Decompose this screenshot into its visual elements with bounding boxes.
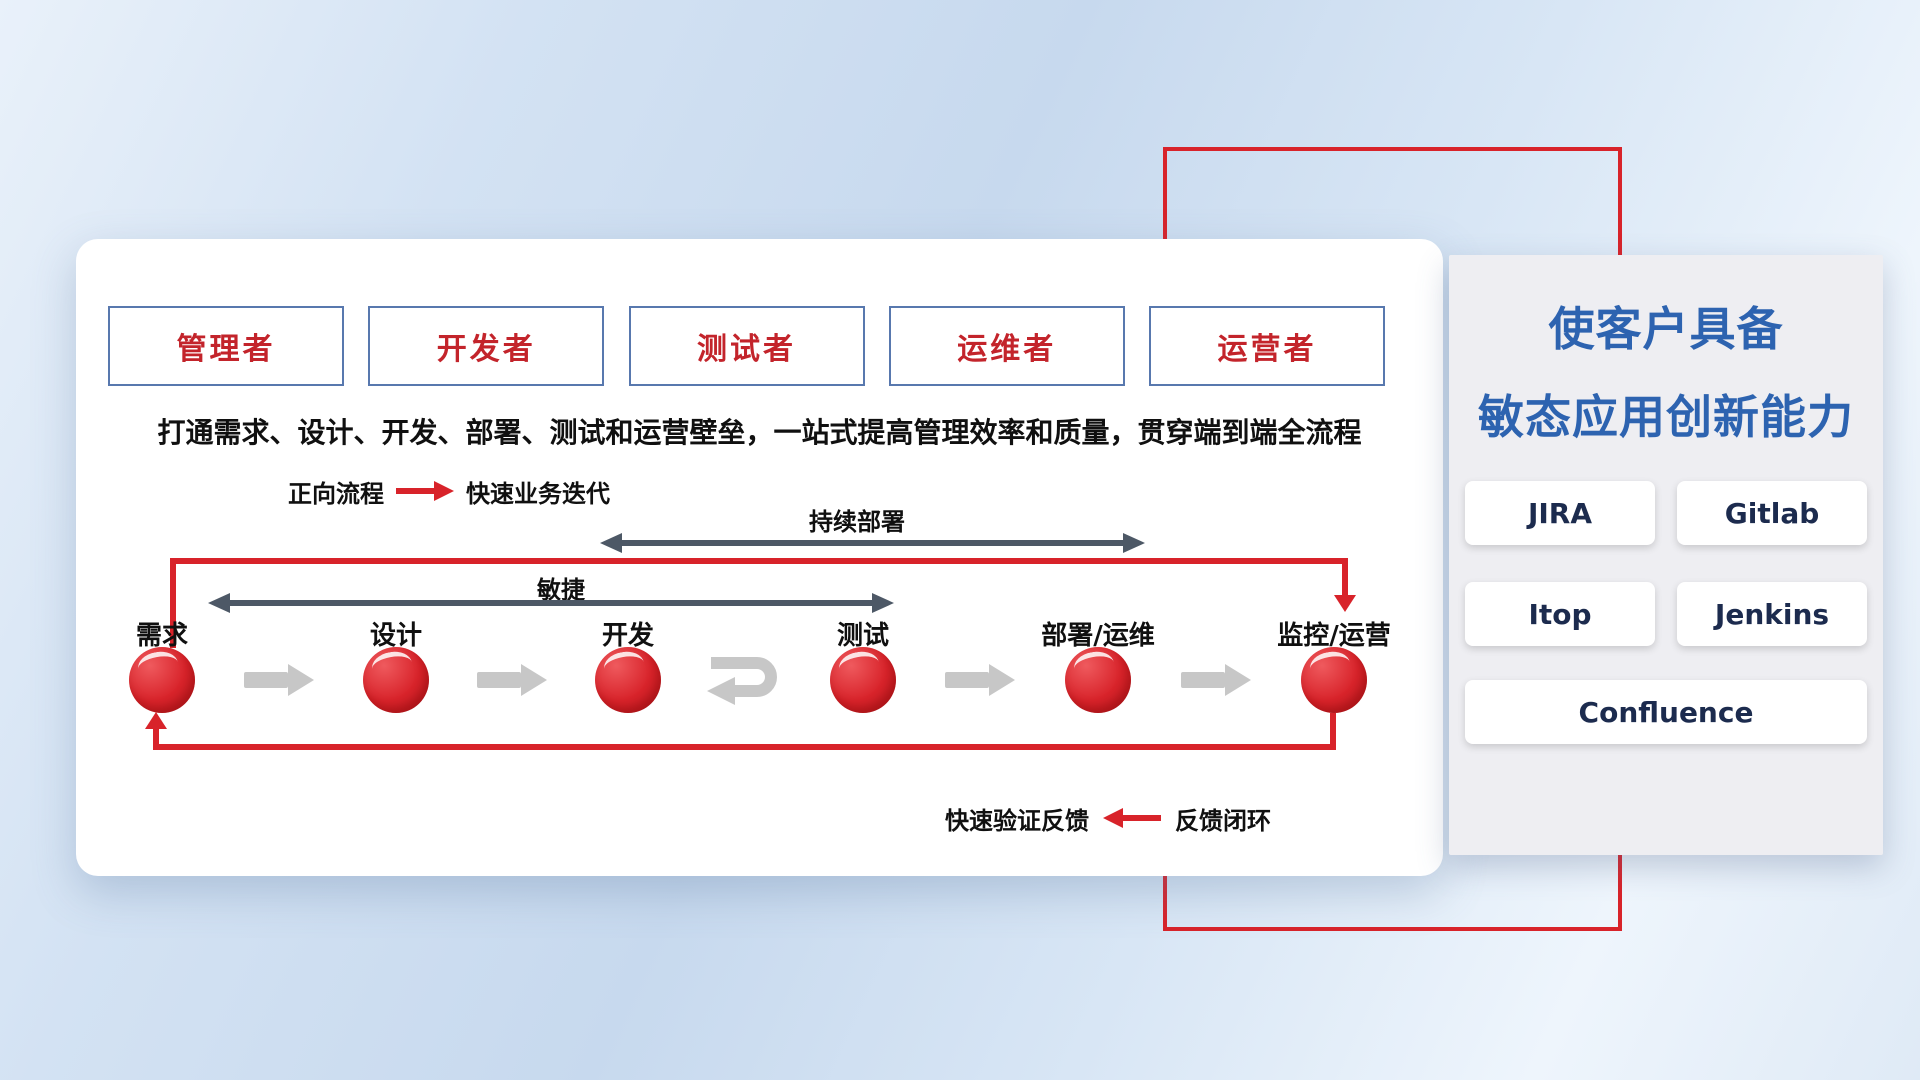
forward-loop-left-stub (170, 558, 176, 648)
node-monitor-operate (1301, 647, 1367, 713)
agile-label: 敏捷 (537, 576, 585, 604)
flow-arrow-icon (1181, 664, 1251, 696)
tool-chip-gitlab: Gitlab (1677, 481, 1867, 545)
devops-flow-card: 管理者 开发者 测试者 运维者 运营者 打通需求、设计、开发、部署、测试和运营壁… (76, 239, 1443, 876)
forward-loop-top-line (170, 558, 1348, 564)
feedback-legend-desc: 反馈闭环 (1175, 806, 1271, 835)
tool-chip-confluence: Confluence (1465, 680, 1867, 744)
node-design (363, 647, 429, 713)
forward-loop-arrowhead-icon (1334, 595, 1356, 612)
arrowhead-right-icon (872, 593, 894, 613)
arrowhead-right-icon (1123, 533, 1145, 553)
feedback-loop-arrowhead-icon (145, 712, 167, 729)
node-label-testing: 测试 (836, 621, 889, 651)
tool-chip-itop: Itop (1465, 582, 1655, 646)
node-label-requirements: 需求 (135, 621, 188, 651)
node-label-monitor-operate: 监控/运营 (1277, 621, 1391, 651)
agile-arrow (208, 593, 894, 613)
role-box-developer: 开发者 (368, 306, 605, 386)
flow-arrow-icon (945, 664, 1015, 696)
feedback-arrow-icon (1103, 808, 1161, 828)
arrowhead-left-icon (208, 593, 230, 613)
forward-legend-desc: 快速业务迭代 (466, 479, 610, 508)
arrow-bar (224, 600, 878, 606)
role-label-developer: 开发者 (436, 332, 536, 367)
role-box-manager: 管理者 (108, 306, 344, 386)
panel-title-line2: 敏态应用创新能力 (1478, 390, 1854, 444)
card-subtitle: 打通需求、设计、开发、部署、测试和运营壁垒，一站式提高管理效率和质量，贯穿端到端… (157, 416, 1362, 449)
role-row: 管理者 开发者 测试者 运维者 运营者 (108, 306, 1385, 386)
node-development (595, 647, 661, 713)
panel-title-line1: 使客户具备 (1548, 302, 1784, 356)
role-label-ops: 运维者 (957, 332, 1057, 367)
tool-chip-jenkins: Jenkins (1677, 582, 1867, 646)
forward-legend-label: 正向流程 (288, 479, 384, 508)
node-testing (830, 647, 896, 713)
capability-panel: 使客户具备 敏态应用创新能力 JIRA Gitlab Itop Jenkins … (1449, 255, 1883, 855)
role-box-tester: 测试者 (628, 306, 865, 386)
feedback-legend: 快速验证反馈 反馈闭环 (945, 802, 1271, 835)
node-label-design: 设计 (369, 621, 422, 651)
feedback-loop-right-stub (1330, 713, 1336, 750)
arrowhead-left-icon (600, 533, 622, 553)
feedback-legend-label: 快速验证反馈 (945, 806, 1089, 835)
tool-chip-jira: JIRA (1465, 481, 1655, 545)
arrow-bar (616, 540, 1129, 546)
role-box-operator: 运营者 (1149, 306, 1385, 386)
node-deploy-ops (1065, 647, 1131, 713)
continuous-deployment-label: 持续部署 (809, 508, 905, 536)
role-label-operator: 运营者 (1217, 332, 1317, 367)
continuous-deployment-arrow (600, 533, 1145, 553)
forward-legend: 正向流程 快速业务迭代 (288, 476, 610, 508)
node-requirements (129, 647, 195, 713)
iteration-loop-icon (707, 657, 777, 705)
node-label-development: 开发 (601, 621, 654, 651)
flow-arrow-icon (244, 664, 314, 696)
feedback-loop-bottom-line (156, 744, 1336, 750)
forward-loop-right-stub (1342, 558, 1348, 596)
feedback-loop-left-stub (153, 728, 159, 750)
role-label-tester: 测试者 (697, 332, 796, 367)
role-label-manager: 管理者 (176, 332, 276, 367)
node-label-deploy-ops: 部署/运维 (1041, 621, 1155, 651)
flow-arrow-icon (477, 664, 547, 696)
role-box-ops: 运维者 (888, 306, 1125, 386)
forward-arrow-icon (396, 481, 454, 501)
